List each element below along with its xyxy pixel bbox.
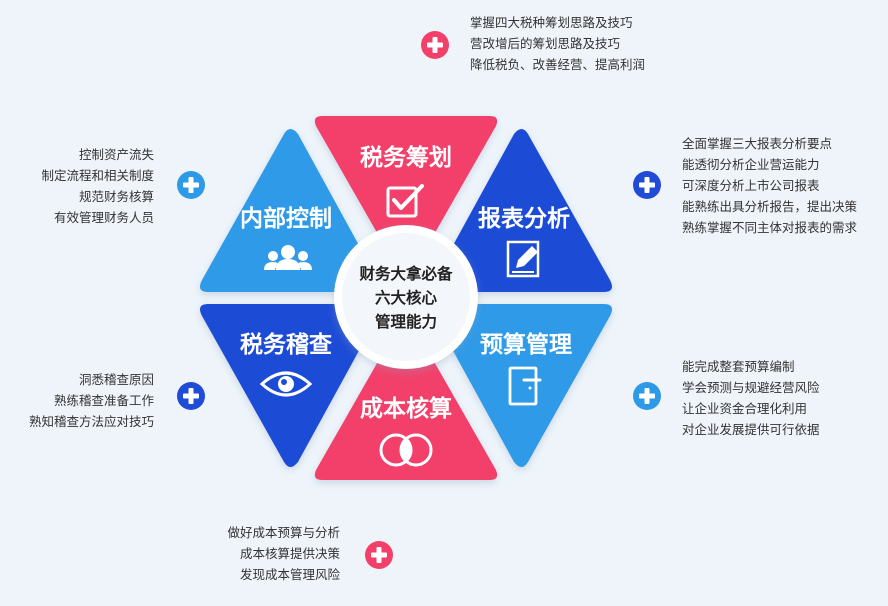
segment-budget-management[interactable] [432,304,612,467]
note-line: 学会预测与规避经营风险 [682,380,820,395]
segment-tax-planning[interactable] [314,116,498,273]
segment-report-analysis-shape [432,129,612,292]
note-line: 成本核算提供决策 [239,546,340,561]
plus-icon-right-bottom[interactable] [632,381,662,411]
segment-budget-management-title: 预算管理 [480,331,572,358]
segment-cost-accounting-title: 成本核算 [360,395,452,422]
note-line: 制定流程和相关制度 [41,168,154,183]
segment-internal-control[interactable] [200,129,380,292]
segment-internal-control-title: 内部控制 [240,205,332,232]
note-line: 能透彻分析企业营运能力 [682,157,820,172]
note-line: 熟练掌握不同主体对报表的需求 [682,220,858,235]
note-line: 有效管理财务人员 [53,210,154,225]
overlap-circles-icon [379,433,433,467]
center-line-1: 财务大拿必备 [359,264,453,283]
plus-icon-bottom[interactable] [364,540,394,570]
segment-cost-accounting-shape [314,323,498,480]
note-right-bottom: 能完成整套预算编制 学会预测与规避经营风险 让企业资金合理化利用 对企业发展提供… [682,356,820,440]
center-line-3: 管理能力 [375,312,437,331]
note-line: 发现成本管理风险 [239,567,340,582]
center-circle-inner [342,233,470,361]
center-line-2: 六大核心 [375,288,438,307]
segment-cost-accounting[interactable] [314,323,498,480]
segment-tax-planning-shape [314,116,498,273]
segment-tax-audit-title: 税务稽查 [240,331,332,358]
note-left-bottom: 洞悉稽查原因 熟练稽查准备工作 熟知稽查方法应对技巧 [29,369,154,432]
note-line: 控制资产流失 [78,147,154,162]
note-line: 营改增后的筹划思路及技巧 [470,36,621,51]
segment-budget-management-shape [432,304,612,467]
note-left-top: 控制资产流失 制定流程和相关制度 规范财务核算 有效管理财务人员 [41,144,154,228]
segment-report-analysis[interactable] [432,129,612,292]
note-line: 让企业资金合理化利用 [682,401,808,416]
users-icon [264,245,312,270]
segment-internal-control-shape [200,129,380,292]
note-right-top: 全面掌握三大报表分析要点 能透彻分析企业营运能力 可深度分析上市公司报表 能熟练… [682,133,857,238]
note-line: 规范财务核算 [78,189,154,204]
eye-icon [259,371,313,397]
plus-icon-left-bottom[interactable] [176,381,206,411]
plus-icon-top[interactable] [420,30,450,60]
note-line: 能完成整套预算编制 [682,359,795,374]
note-line: 全面掌握三大报表分析要点 [682,136,833,151]
plus-icon-right-top[interactable] [632,170,662,200]
edit-document-icon [506,240,540,278]
note-line: 降低税负、改善经营、提高利润 [470,57,646,72]
note-line: 熟练稽查准备工作 [53,393,154,408]
note-line: 掌握四大税种筹划思路及技巧 [470,15,633,30]
segment-tax-planning-title: 税务筹划 [360,144,452,171]
note-line: 对企业发展提供可行依据 [682,422,820,437]
note-bottom: 做好成本预算与分析 成本核算提供决策 发现成本管理风险 [227,522,340,585]
segment-report-analysis-title: 报表分析 [478,206,570,232]
note-line: 洞悉稽查原因 [78,372,154,387]
plus-icon-left-top[interactable] [176,170,206,200]
checkbox-icon [386,184,424,218]
note-line: 可深度分析上市公司报表 [682,178,820,193]
note-top: 掌握四大税种筹划思路及技巧 营改增后的筹划思路及技巧 降低税负、改善经营、提高利… [470,12,645,75]
note-line: 熟知稽查方法应对技巧 [28,414,154,429]
note-line: 做好成本预算与分析 [227,525,340,540]
door-icon [508,366,542,406]
note-line: 能熟练出具分析报告，提出决策 [682,199,858,214]
